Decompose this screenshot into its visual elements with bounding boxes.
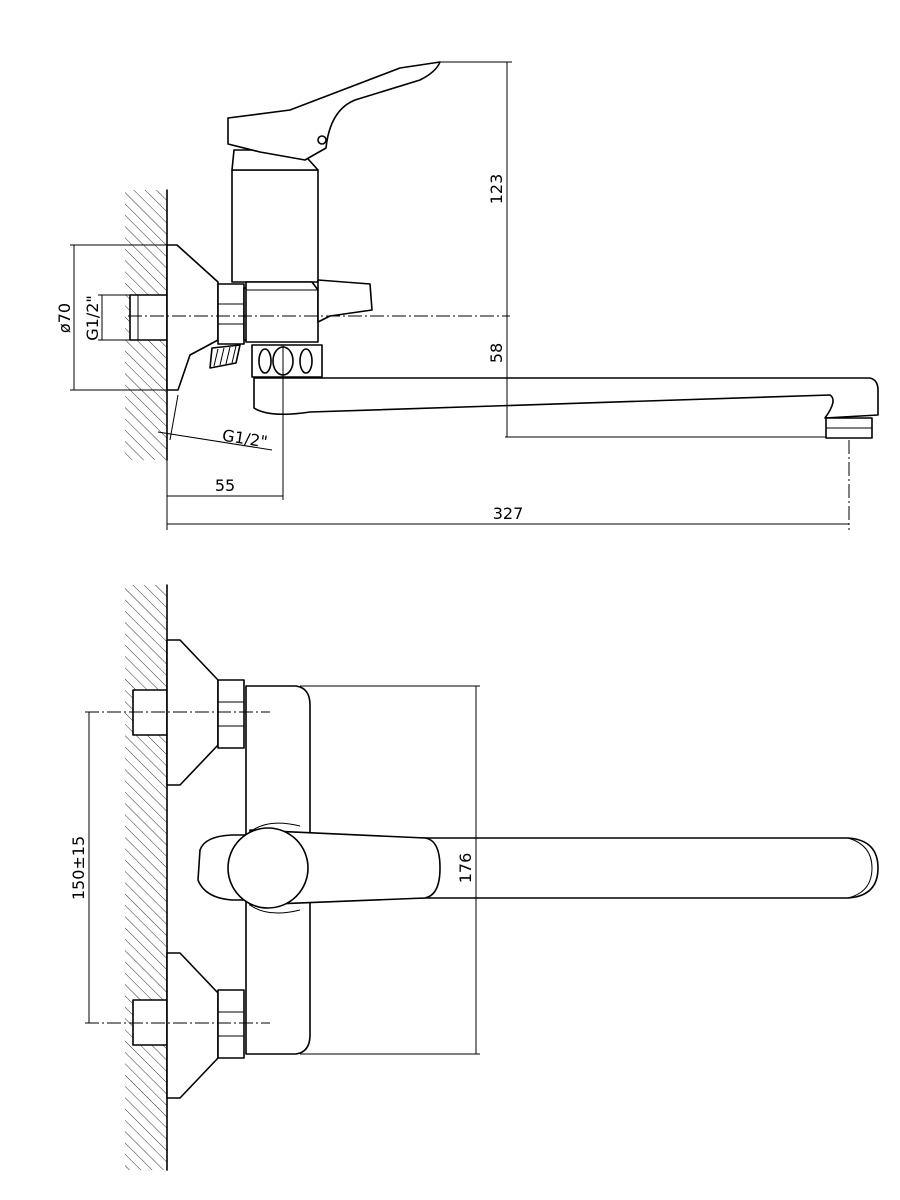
wall-flange xyxy=(166,244,219,391)
dimension-58: 58 xyxy=(487,316,826,438)
mixer-body-side xyxy=(231,149,319,283)
wall-pipe-inlet xyxy=(129,294,168,341)
lever-handle-front xyxy=(197,822,441,914)
dimension-150: 150±15 xyxy=(69,712,90,1023)
dimension-label-176: 176 xyxy=(456,853,475,884)
front-view: 150±15 176 xyxy=(69,584,879,1171)
dimension-label-55: 55 xyxy=(215,476,235,495)
dimension-diameter-70: ø70 xyxy=(55,244,177,391)
spout-swivel xyxy=(251,344,323,378)
dimension-label-inlet-thread: G1/2" xyxy=(83,295,102,341)
spout-front xyxy=(359,837,879,899)
dimension-label-diameter: ø70 xyxy=(55,303,74,333)
diverter-knob xyxy=(317,279,373,323)
spout-side xyxy=(253,377,879,419)
dimension-176: 176 xyxy=(300,685,480,1055)
dimension-label-123: 123 xyxy=(487,174,506,205)
handle-screw xyxy=(317,135,327,145)
dimension-123: 123 xyxy=(440,61,512,316)
dimension-label-150: 150±15 xyxy=(69,836,88,900)
dimension-55: 55 xyxy=(166,345,284,530)
dimension-label-outlet-thread: G1/2" xyxy=(221,426,269,452)
shower-outlet xyxy=(169,344,241,441)
dimension-label-58: 58 xyxy=(487,343,506,363)
connection-block xyxy=(245,281,319,343)
dimension-label-327: 327 xyxy=(493,504,524,523)
dimension-327: 327 xyxy=(167,504,849,525)
wall-section-bottom xyxy=(125,584,168,1171)
lever-handle-side xyxy=(227,61,441,161)
side-view: 123 58 ø70 G1/2" G1/2" xyxy=(55,61,879,530)
dimension-outlet-thread: G1/2" xyxy=(157,426,273,452)
dimension-inlet-thread: G1/2" xyxy=(83,294,130,341)
aerator-side xyxy=(825,417,873,439)
